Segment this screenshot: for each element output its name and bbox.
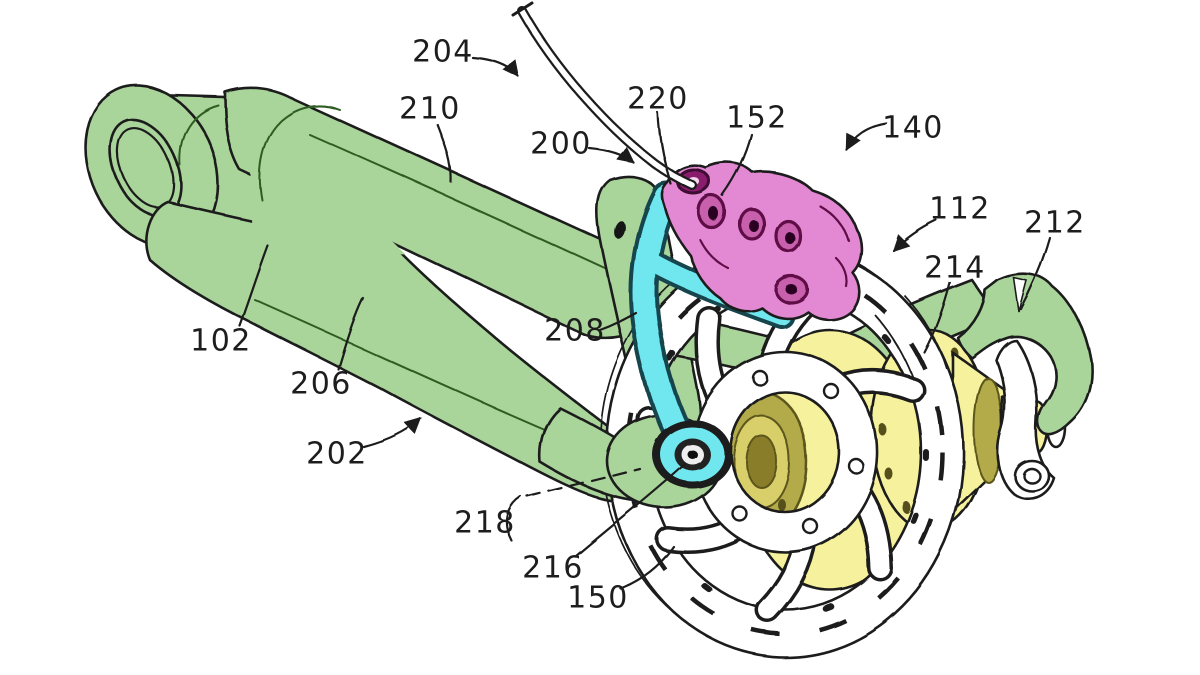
ref-label-216: 216 — [522, 550, 584, 586]
ref-label-208: 208 — [544, 313, 606, 349]
ref-label-112: 112 — [929, 191, 991, 227]
ref-label-200: 200 — [530, 126, 592, 162]
ref-label-204: 204 — [412, 34, 474, 70]
ref-label-152: 152 — [726, 100, 788, 136]
brake-caliper — [660, 161, 863, 321]
ref-label-102: 102 — [190, 323, 252, 359]
caliper-bolt-centers — [709, 207, 798, 295]
swingarm-main-tube — [145, 100, 655, 503]
ref-label-220: 220 — [627, 81, 689, 117]
dropout-arm — [956, 272, 1093, 436]
ref-label-212: 212 — [1024, 205, 1086, 241]
brake-hose — [512, 2, 698, 191]
reference-leaders — [238, 55, 1052, 590]
derailleur-hanger — [994, 338, 1056, 500]
ref-label-202: 202 — [306, 436, 368, 472]
ref-label-140: 140 — [882, 110, 944, 146]
ref-label-206: 206 — [290, 366, 352, 402]
ref-label-210: 210 — [399, 91, 461, 127]
ref-label-150: 150 — [567, 580, 629, 616]
ref-label-218: 218 — [454, 505, 516, 541]
ref-label-214: 214 — [924, 250, 986, 286]
